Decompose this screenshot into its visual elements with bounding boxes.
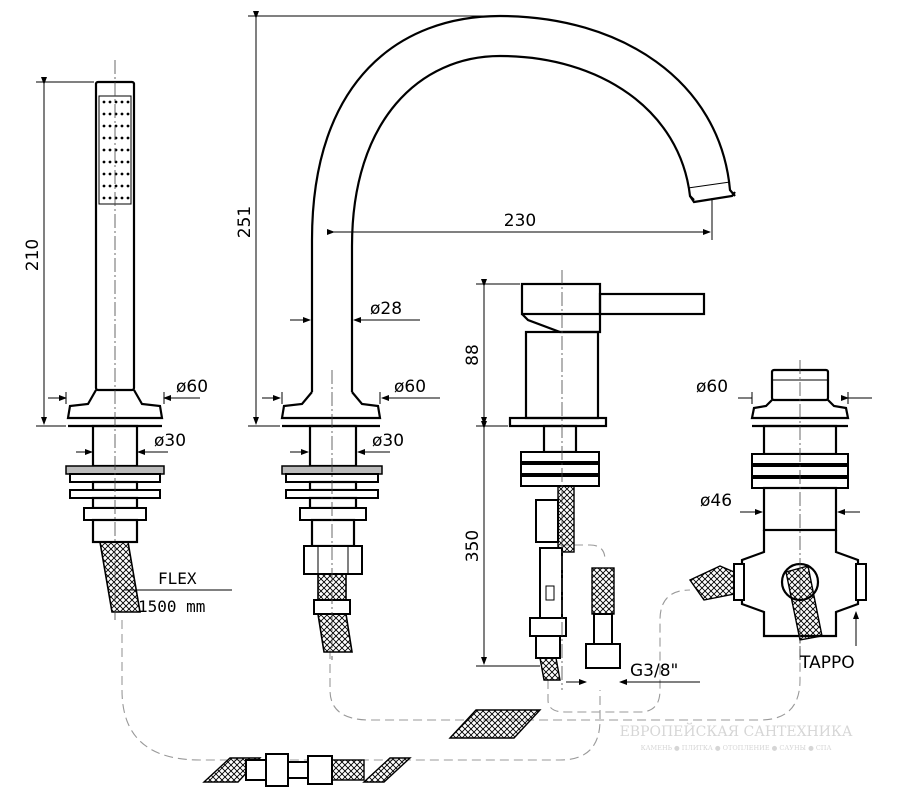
dim-shower-base: ø60	[48, 377, 208, 404]
flex-hose-callout: FLEX 1500 mm	[124, 569, 232, 616]
flex-hose-routes	[121, 544, 801, 761]
dim-spout-tube: ø28	[290, 299, 420, 323]
dim-diverter-body: ø46	[700, 491, 860, 515]
tappo-label: TAPPO	[799, 653, 855, 673]
spout	[280, 14, 736, 660]
diverter-body-dia-label: ø46	[700, 491, 732, 511]
shower-height-label: 210	[23, 239, 43, 271]
dim-spout-reach: 230	[327, 198, 713, 240]
hand-shower	[65, 60, 165, 620]
spout-base-dia-label: ø60	[394, 377, 426, 397]
diverter-base-dia-label: ø60	[696, 377, 728, 397]
dim-mixer-height: 88	[463, 279, 520, 427]
spout-reach-label: 230	[504, 211, 536, 231]
dim-mixer-shank: 350	[463, 421, 540, 667]
dim-spout-shank: ø30	[290, 431, 404, 455]
flex-title: FLEX	[158, 569, 197, 588]
dim-spout-base: ø60	[262, 377, 440, 404]
watermark: ЕВРОПЕЙСКАЯ САНТЕХНИКА КАМЕНЬ ● ПЛИТКА ●…	[620, 721, 853, 752]
mixer-height-label: 88	[463, 344, 483, 366]
dim-shower-height: 210	[23, 77, 94, 427]
watermark-title: ЕВРОПЕЙСКАЯ САНТЕХНИКА	[620, 721, 853, 740]
hose-segments	[202, 709, 542, 787]
dim-spout-height: 251	[235, 11, 498, 427]
tappo-callout: TAPPO	[799, 611, 859, 673]
mixer-shank-length-label: 350	[463, 530, 483, 562]
spout-shank-dia-label: ø30	[372, 431, 404, 451]
watermark-subtitle: КАМЕНЬ ● ПЛИТКА ● ОТОПЛЕНИЕ ● САУНЫ ● СП…	[641, 744, 832, 752]
shower-shank-dia-label: ø30	[154, 431, 186, 451]
shower-base-dia-label: ø60	[176, 377, 208, 397]
diverter	[688, 360, 867, 660]
mixer	[508, 270, 706, 690]
dim-shower-shank: ø30	[76, 431, 186, 455]
flex-length: 1500 mm	[138, 597, 205, 616]
dim-diverter-base: ø60	[696, 377, 872, 404]
spout-tube-dia-label: ø28	[370, 299, 402, 319]
dim-connection-thread: G3/8"	[566, 661, 700, 685]
shower-nozzles	[102, 100, 130, 200]
spout-height-label: 251	[235, 206, 255, 238]
connection-thread-label: G3/8"	[630, 661, 678, 681]
